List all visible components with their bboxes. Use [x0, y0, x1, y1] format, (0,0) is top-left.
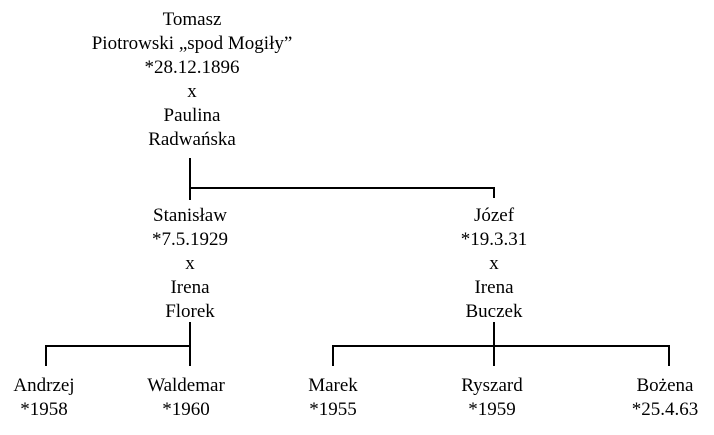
- grandchild-name: Bożena: [636, 375, 694, 396]
- child-spouse-surname: Buczek: [465, 301, 523, 322]
- root-spouse-surname: Radwańska: [148, 129, 236, 150]
- child-spouse-first-name: Irena: [474, 277, 514, 298]
- root-first-name: Tomasz: [162, 9, 222, 30]
- root-person: Tomasz Piotrowski „spod Mogiły” *28.12.1…: [82, 8, 302, 152]
- grandchild-bozena: Bożena *25.4.63: [618, 374, 712, 422]
- root-spouse-first-name: Paulina: [163, 105, 221, 126]
- grandchild-name: Ryszard: [461, 375, 523, 396]
- grandchild-ryszard: Ryszard *1959: [442, 374, 542, 422]
- child-stanislaw: Stanisław *7.5.1929 x Irena Florek: [120, 204, 260, 324]
- child-name: Józef: [473, 205, 515, 226]
- child-birth-date: *19.3.31: [460, 229, 528, 250]
- grandchild-name: Andrzej: [13, 375, 75, 396]
- grandchild-andrzej: Andrzej *1958: [2, 374, 86, 422]
- child-jozef: Józef *19.3.31 x Irena Buczek: [424, 204, 564, 324]
- grandchild-waldemar: Waldemar *1960: [131, 374, 241, 422]
- grandchild-birth-date: *1960: [162, 399, 210, 420]
- root-surname: Piotrowski „spod Mogiły”: [91, 33, 293, 54]
- child-spouse-first-name: Irena: [170, 277, 210, 298]
- child-marriage-mark: x: [185, 253, 195, 274]
- root-marriage-mark: x: [187, 81, 197, 102]
- grandchild-name: Waldemar: [147, 375, 225, 396]
- grandchild-birth-date: *25.4.63: [631, 399, 699, 420]
- connector-stanislaw-family: [45, 322, 191, 366]
- root-birth-date: *28.12.1896: [144, 57, 240, 78]
- connector-jozef-family: [332, 322, 670, 366]
- grandchild-birth-date: *1959: [468, 399, 516, 420]
- child-spouse-surname: Florek: [165, 301, 215, 322]
- grandchild-marek: Marek *1955: [291, 374, 375, 422]
- grandchild-name: Marek: [308, 375, 358, 396]
- child-marriage-mark: x: [489, 253, 499, 274]
- connector-root: [189, 158, 495, 198]
- grandchild-birth-date: *1958: [20, 399, 68, 420]
- child-birth-date: *7.5.1929: [152, 229, 228, 250]
- grandchild-birth-date: *1955: [309, 399, 357, 420]
- child-name: Stanisław: [153, 205, 227, 226]
